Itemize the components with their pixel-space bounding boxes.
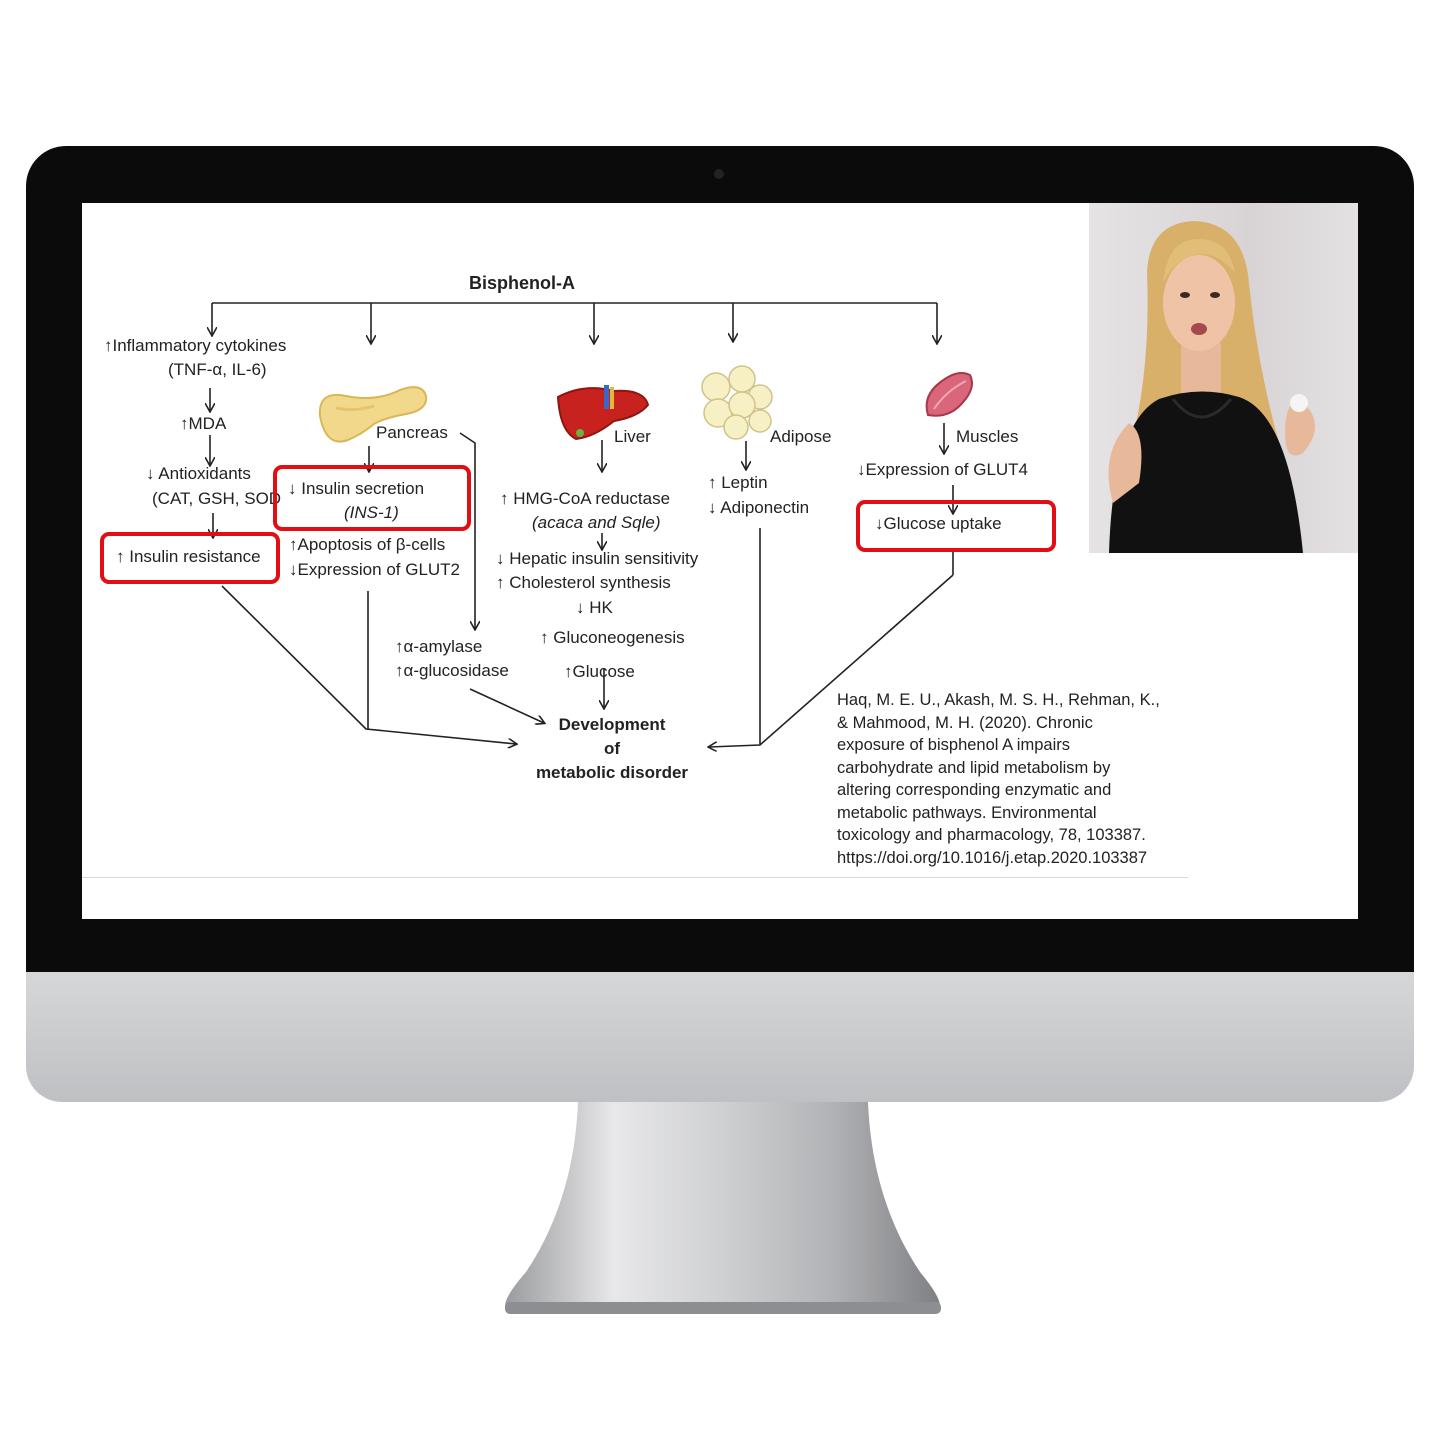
outcome-line2: of <box>512 739 712 759</box>
amylase-label: ↑α-amylase <box>395 637 482 657</box>
glucosidase-label: ↑α-glucosidase <box>395 661 509 681</box>
liver-label: Liver <box>614 427 651 447</box>
mda-label: ↑MDA <box>180 414 226 434</box>
adipose-label: Adipose <box>770 427 831 447</box>
adiponectin-label: ↓ Adiponectin <box>708 498 809 518</box>
presenter-figure <box>1089 203 1358 553</box>
hepatic-sensitivity-label: ↓ Hepatic insulin sensitivity <box>496 549 698 569</box>
pancreas-label: Pancreas <box>376 423 448 443</box>
outcome-line1: Development <box>512 715 712 735</box>
antioxidants-label: ↓ Antioxidants <box>146 464 251 484</box>
slide-divider <box>82 877 1188 878</box>
muscle-icon <box>920 369 976 421</box>
highlight-insulin-resistance <box>100 532 280 584</box>
leptin-label: ↑ Leptin <box>708 473 768 493</box>
acaca-label: (acaca and Sqle) <box>532 513 661 533</box>
apoptosis-label: ↑Apoptosis of β-cells <box>289 535 445 555</box>
presentation-screen: Bisphenol-A ↑Inflammatory cytokines (TNF… <box>82 203 1358 919</box>
muscles-label: Muscles <box>956 427 1018 447</box>
gluconeogenesis-label: ↑ Gluconeogenesis <box>540 628 685 648</box>
inflammatory-cytokines-label: ↑Inflammatory cytokines <box>104 336 286 356</box>
glut2-label: ↓Expression of GLUT2 <box>289 560 460 580</box>
outcome-line3: metabolic disorder <box>512 763 712 783</box>
glucose-label: ↑Glucose <box>564 662 635 682</box>
highlight-insulin-secretion <box>273 465 471 531</box>
cholesterol-label: ↑ Cholesterol synthesis <box>496 573 671 593</box>
hk-label: ↓ HK <box>576 598 613 618</box>
diagram-title: Bisphenol-A <box>469 273 575 294</box>
citation-text: Haq, M. E. U., Akash, M. S. H., Rehman, … <box>837 689 1197 869</box>
highlight-glucose-uptake <box>856 500 1056 552</box>
hmg-coa-label: ↑ HMG-CoA reductase <box>500 489 670 509</box>
glut4-label: ↓Expression of GLUT4 <box>857 460 1028 480</box>
adipose-icon <box>696 363 776 441</box>
antioxidants-detail: (CAT, GSH, SOD <box>152 489 281 509</box>
inflammatory-cytokines-detail: (TNF-α, IL-6) <box>168 360 267 380</box>
presenter-video[interactable] <box>1089 203 1358 553</box>
